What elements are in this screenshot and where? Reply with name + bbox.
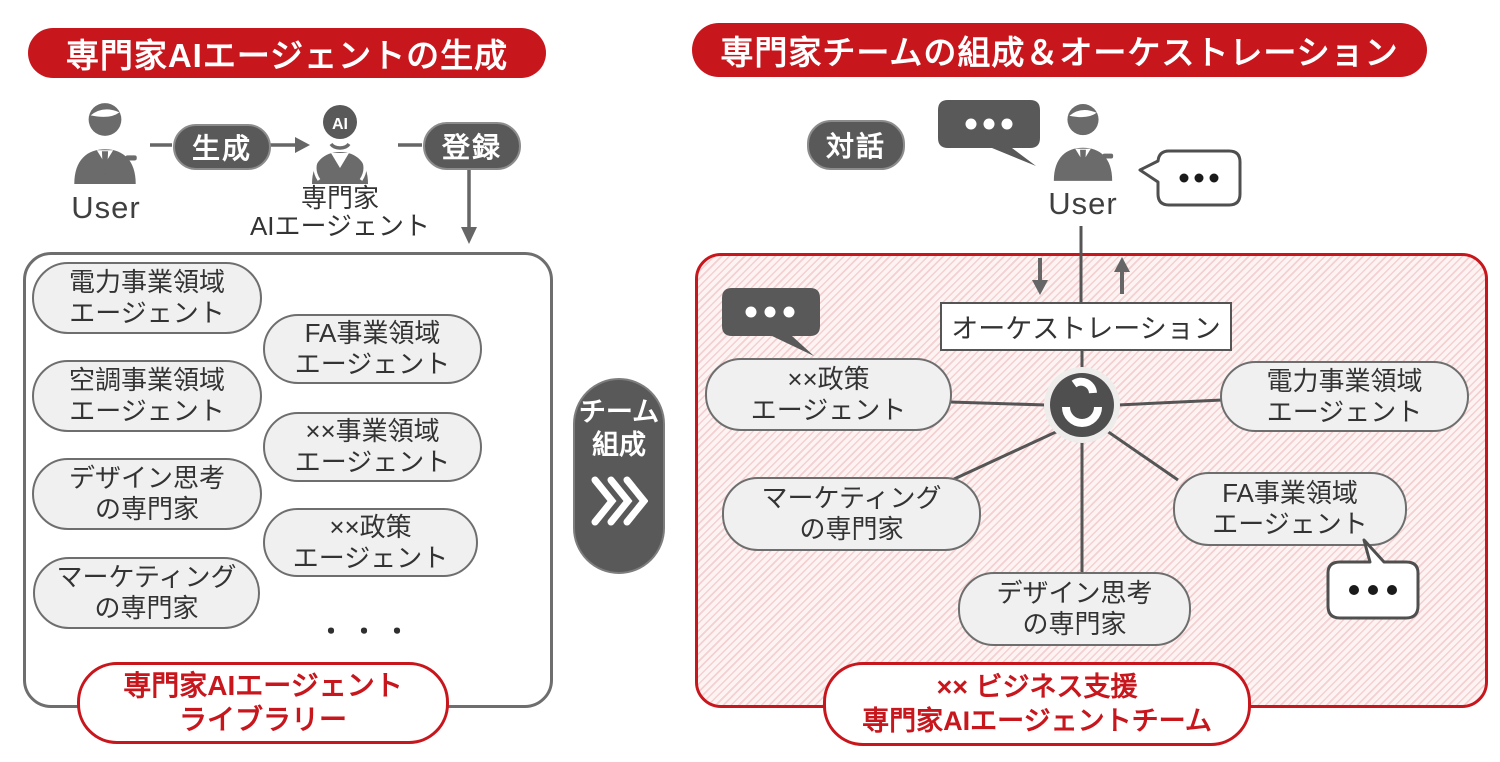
left-section-header: 専門家AIエージェントの生成	[28, 28, 546, 78]
library-pill-design: デザイン思考 の専門家	[32, 458, 262, 530]
user-label: User	[71, 190, 141, 225]
speech-bubble-dark-icon	[722, 288, 820, 356]
expert-ai-agent-icon: AI	[312, 105, 368, 184]
user-icon	[1053, 104, 1114, 181]
orchestration-hub-icon	[1044, 367, 1120, 443]
user-icon	[74, 103, 137, 184]
ai-badge: AI	[332, 116, 348, 133]
generate-pill: 生成	[173, 124, 271, 170]
speech-bubble-light-icon	[1326, 538, 1420, 620]
team-pill-power: 電力事業領域 エージェント	[1220, 361, 1469, 432]
dialogue-pill: 対話	[807, 120, 905, 170]
library-pill-fa: FA事業領域 エージェント	[263, 314, 482, 384]
arrow-down-icon	[461, 227, 477, 244]
library-pill-xx-business: ××事業領域 エージェント	[263, 412, 482, 482]
register-pill: 登録	[423, 122, 521, 170]
library-ellipsis: ・・・	[318, 618, 418, 646]
expert-caption-line2: AIエージェント	[249, 211, 431, 241]
team-pill-fa: FA事業領域 エージェント	[1173, 472, 1407, 546]
library-pill-hvac: 空調事業領域 エージェント	[32, 360, 262, 432]
team-label: ×× ビジネス支援 専門家AIエージェントチーム	[823, 662, 1251, 746]
expert-caption-line1: 専門家	[300, 183, 379, 213]
arrow-up-icon	[1114, 257, 1130, 272]
library-pill-marketing: マーケティング の専門家	[33, 557, 260, 629]
user-label: User	[1048, 186, 1118, 221]
speech-bubble-light-icon	[1138, 149, 1242, 207]
speech-bubble-dark-icon	[938, 100, 1040, 166]
library-pill-power: 電力事業領域 エージェント	[32, 262, 262, 334]
arrow-right-icon	[295, 137, 310, 153]
team-pill-xx-policy: ××政策 エージェント	[705, 358, 952, 431]
chevrons-right-icon	[591, 476, 648, 526]
library-pill-xx-policy: ××政策 エージェント	[263, 508, 478, 577]
arrow-down-icon	[1032, 280, 1048, 295]
library-label: 専門家AIエージェント ライブラリー	[77, 662, 449, 744]
team-pill-marketing: マーケティング の専門家	[722, 477, 981, 551]
team-formation-connector: チーム 組成	[573, 378, 665, 574]
right-section-header: 専門家チームの組成＆オーケストレーション	[692, 23, 1427, 77]
team-pill-design: デザイン思考 の専門家	[958, 572, 1191, 646]
orchestration-box: オーケストレーション	[940, 302, 1232, 351]
